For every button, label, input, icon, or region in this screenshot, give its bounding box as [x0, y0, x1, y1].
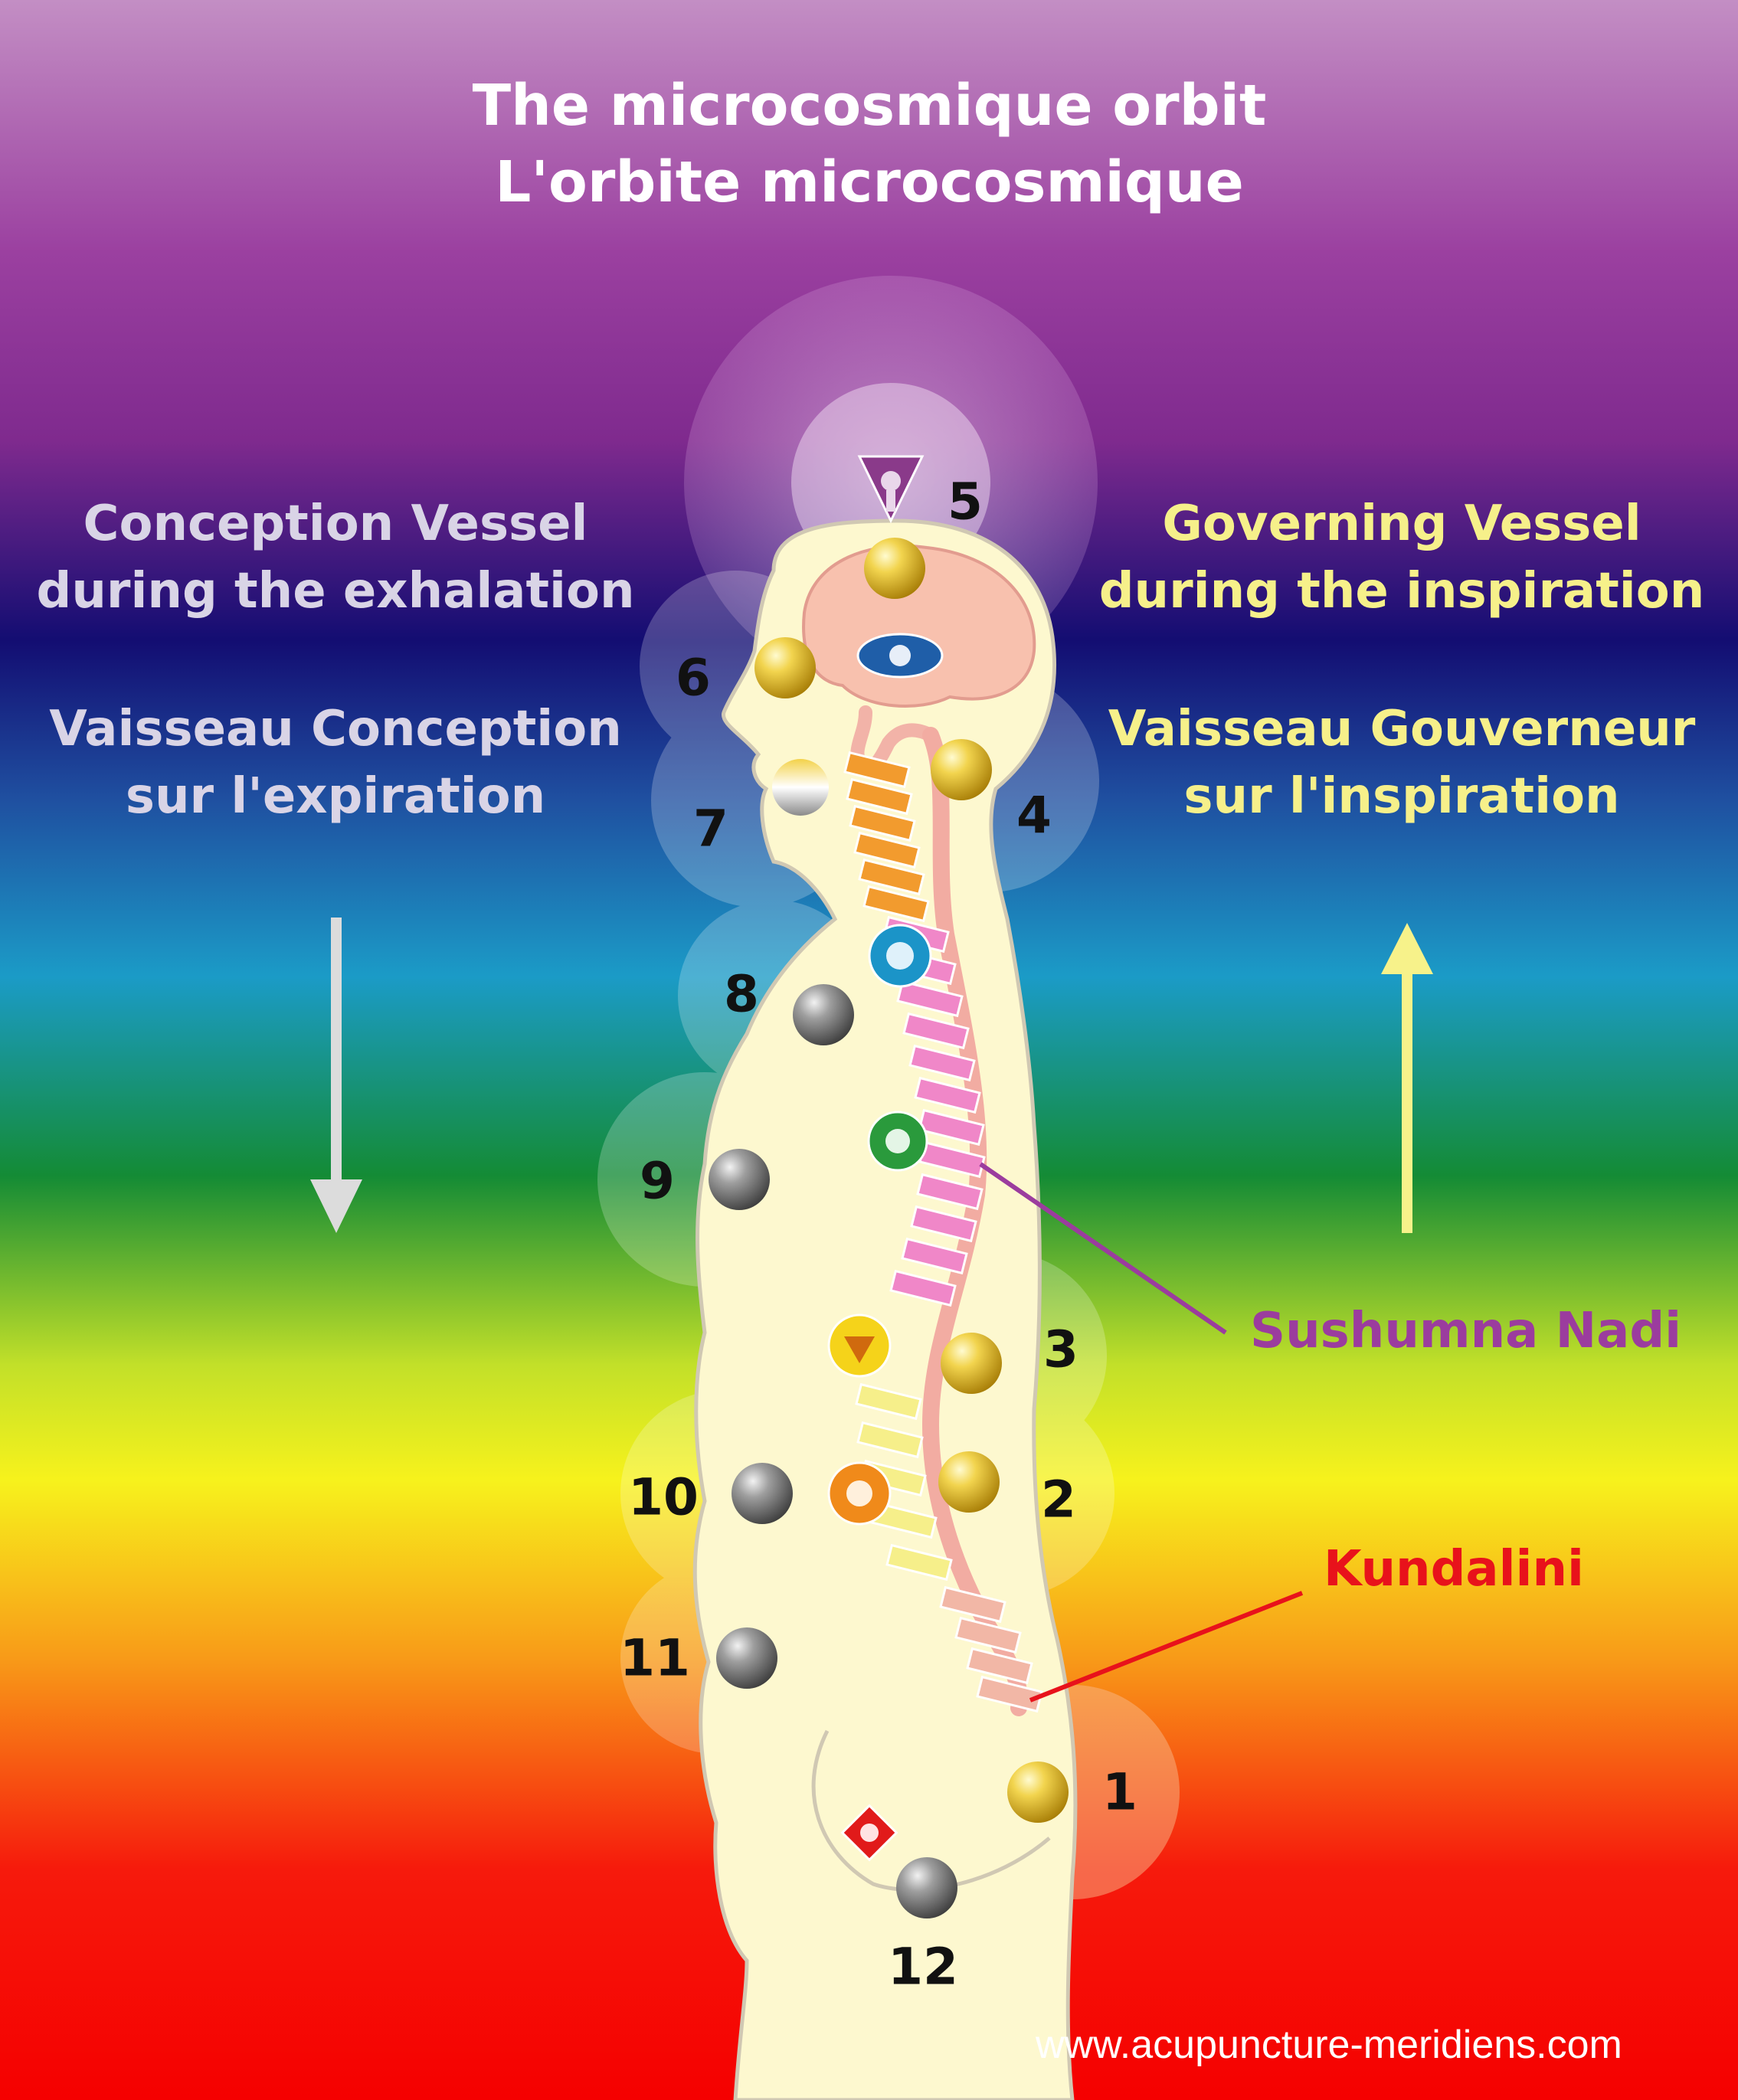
vertebra: [858, 858, 925, 896]
third-eye-chakra-icon: [856, 633, 944, 679]
point-4-number: 4: [1016, 786, 1052, 846]
point-11-marker: [716, 1627, 777, 1689]
pelvis-outline: [811, 1729, 1051, 1892]
vaisseau-conception-phase: sur l'expiration: [125, 768, 546, 825]
body-silhouette: [692, 518, 1078, 2100]
vaisseau-conception-label: Vaisseau Conception: [49, 701, 622, 757]
vertebra: [862, 885, 930, 923]
vertebra: [896, 980, 964, 1018]
point-12-marker: [896, 1857, 957, 1918]
vertebra: [916, 1173, 984, 1211]
conception-vessel-phase: during the exhalation: [36, 563, 635, 620]
vertebra: [918, 1108, 985, 1146]
crown-chakra-icon: [857, 455, 925, 524]
vertebra: [856, 1421, 924, 1459]
point-10-marker: [732, 1463, 793, 1524]
point-5-number: 5: [948, 472, 983, 532]
point-7-number: 7: [693, 799, 728, 859]
conception-vessel-points: [709, 984, 957, 1918]
point-6-number: 6: [676, 648, 711, 708]
vertebra: [914, 1076, 981, 1114]
kundalini-leader-line: [1029, 1591, 1304, 1703]
point-6-marker: [754, 637, 816, 698]
point-3-marker: [941, 1333, 1002, 1394]
vertebra: [954, 1616, 1022, 1654]
point-9-number: 9: [640, 1151, 675, 1211]
point-1-marker: [1007, 1761, 1069, 1823]
point-12-number: 12: [888, 1937, 958, 1997]
point-2-number: 2: [1041, 1470, 1076, 1529]
conception-vessel-label: Conception Vessel: [83, 496, 588, 552]
point-9-marker: [709, 1149, 770, 1210]
governing-vessel-points: [754, 538, 1069, 1823]
vertebra: [976, 1675, 1043, 1713]
vertebra: [843, 751, 911, 789]
vertebra: [910, 1205, 977, 1243]
point-1-number: 1: [1102, 1762, 1137, 1822]
vertebra: [846, 777, 913, 816]
vertebra: [901, 1237, 968, 1275]
point-3-number: 3: [1043, 1320, 1078, 1379]
sacral-chakra-icon: [827, 1461, 892, 1526]
vertebra: [849, 804, 916, 842]
point-10-number: 10: [628, 1467, 699, 1527]
vertebra: [889, 1269, 957, 1307]
governing-vessel-label: Governing Vessel: [1162, 496, 1641, 552]
vaisseau-gouverneur-label: Vaisseau Gouverneur: [1108, 701, 1696, 757]
sushumna-leader-line: [979, 1162, 1227, 1335]
vaisseau-gouverneur-phase: sur l'inspiration: [1183, 768, 1620, 825]
throat-chakra-icon: [868, 924, 932, 988]
kundalini-label: Kundalini: [1324, 1541, 1584, 1598]
point-8-number: 8: [724, 964, 759, 1024]
vertebra: [855, 1382, 922, 1421]
point-11-number: 11: [620, 1628, 690, 1688]
vertebra: [853, 831, 921, 869]
root-chakra-icon: [840, 1804, 898, 1862]
solar-plexus-chakra-icon: [827, 1313, 892, 1378]
vertebra: [908, 1044, 976, 1082]
title-line-english: The microcosmique orbit: [472, 73, 1267, 139]
point-8-marker: [793, 984, 854, 1045]
arrow-down-icon: [310, 918, 362, 1233]
website-url: www.acupuncture-meridiens.com: [1036, 2023, 1622, 2067]
point-4-marker: [931, 739, 992, 800]
sushumna-nadi-label: Sushumna Nadi: [1250, 1303, 1682, 1359]
governing-vessel-phase: during the inspiration: [1098, 563, 1705, 620]
vertebra: [885, 1543, 953, 1582]
point-7-marker: [772, 759, 829, 816]
title-line-french: L'orbite microcosmique: [495, 149, 1244, 215]
point-5-marker: [864, 538, 925, 599]
vertebra: [966, 1647, 1033, 1685]
vertebra: [939, 1585, 1006, 1624]
point-2-marker: [938, 1451, 1000, 1513]
arrow-up-icon: [1381, 923, 1433, 1233]
heart-chakra-icon: [867, 1111, 928, 1172]
vertebra: [902, 1012, 970, 1050]
